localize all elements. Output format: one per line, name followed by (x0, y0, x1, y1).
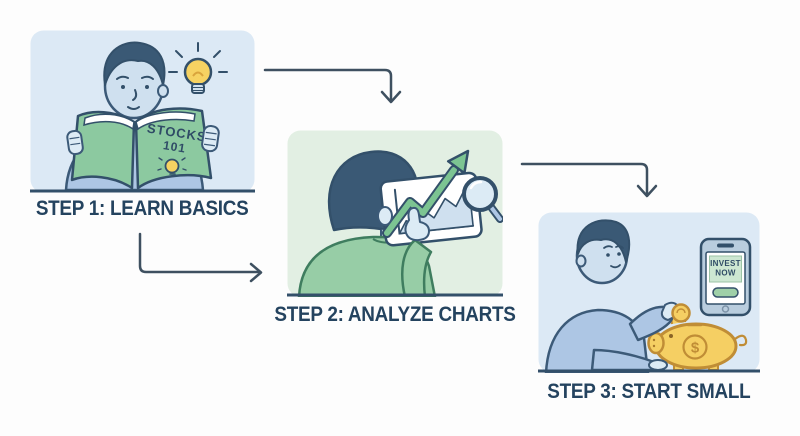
step2-panel (287, 130, 503, 297)
arrow-step1-to-step2-top (263, 68, 402, 104)
growth-arrow-icon (382, 149, 470, 238)
arrow-step2-to-step3 (520, 162, 658, 198)
svg-text:INVEST: INVEST (710, 259, 741, 268)
coin-icon (671, 303, 691, 323)
arrow-step1-to-step2-left (138, 232, 263, 283)
step3-caption: STEP 3: START SMALL (547, 380, 751, 403)
saver-right-arm (628, 301, 691, 342)
magnifier-icon (462, 176, 503, 223)
analyst-arm (377, 206, 433, 297)
svg-text:$: $ (691, 340, 700, 357)
step3-panel: INVEST NOW (538, 212, 760, 373)
step1-caption: STEP 1: LEARN BASICS (36, 197, 249, 220)
saver-hair (576, 219, 631, 263)
idea-lightbulb-icon (168, 42, 228, 94)
step1-panel: STOCKS 101 (30, 30, 255, 193)
invest-phone-icon: INVEST NOW (699, 237, 752, 317)
book-cover-bulb-icon (157, 157, 187, 175)
stocks-book-icon: STOCKS 101 (66, 107, 220, 190)
svg-text:101: 101 (162, 138, 187, 155)
step2-caption: STEP 2: ANALYZE CHARTS (274, 303, 516, 326)
pointing-hand (404, 206, 430, 242)
svg-text:NOW: NOW (715, 269, 736, 278)
saver-left-arm (590, 348, 668, 372)
